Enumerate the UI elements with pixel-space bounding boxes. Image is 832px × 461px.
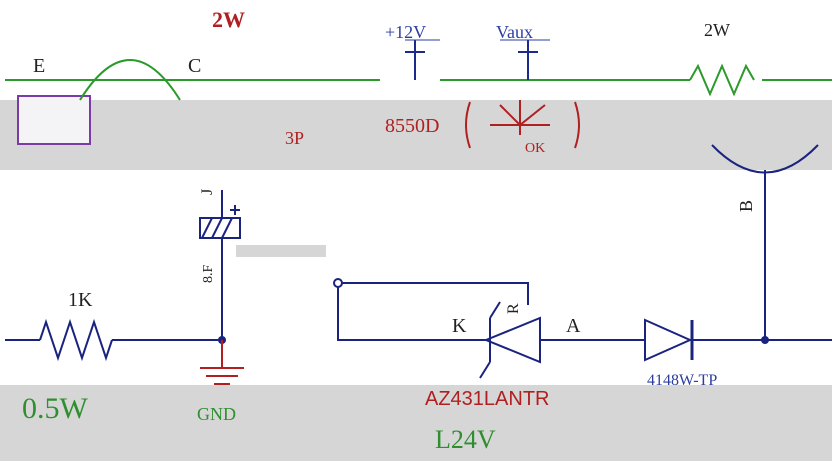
top-right-rating-label: 2W xyxy=(704,20,730,40)
transistor-bracket-right xyxy=(574,101,580,149)
collector-label: C xyxy=(188,55,201,77)
pin-k-label: K xyxy=(452,315,467,337)
top-power-label: 2W xyxy=(212,7,245,32)
capacitor-plus xyxy=(230,205,240,215)
gray-band-bottom xyxy=(0,385,832,461)
diode-part-label: 4148W-TP xyxy=(647,372,717,389)
cap-value-label: 8.F xyxy=(201,265,216,284)
rail-vaux-label: Vaux xyxy=(496,22,533,42)
transistor-arc-top xyxy=(79,59,181,101)
emitter-label: E xyxy=(33,55,45,77)
transistor-symbol xyxy=(490,100,550,135)
resistor-power-label: 0.5W xyxy=(22,392,89,425)
top-resistor xyxy=(689,63,755,97)
base-label: B xyxy=(736,200,756,212)
ground-symbol xyxy=(200,340,244,385)
ground-label: GND xyxy=(197,404,236,424)
regulator-part-label: AZ431LANTR xyxy=(425,388,550,410)
rail-vaux-tap xyxy=(518,40,538,80)
resistor-value-label: 1K xyxy=(68,289,93,311)
node-dot-base xyxy=(761,336,769,344)
rail-12v-label: +12V xyxy=(385,22,426,42)
rail-12v-tap xyxy=(405,40,425,80)
component-box xyxy=(17,95,91,145)
transistor-bracket-left xyxy=(465,101,471,149)
open-node xyxy=(333,278,343,288)
transistor-part-label: 8550D xyxy=(385,115,439,137)
regulator-triangle xyxy=(483,316,541,364)
bottom-label: L24V xyxy=(435,425,496,454)
regulator-loop xyxy=(337,282,529,341)
regulator-bar xyxy=(479,301,501,379)
gray-band-top xyxy=(0,100,832,170)
transistor-ref-left-label: 3P xyxy=(285,128,304,148)
cap-ref-label: J xyxy=(199,189,216,195)
diode-triangle xyxy=(644,318,693,362)
transistor-ref-right-label: OK xyxy=(525,141,545,156)
pin-r-label: R xyxy=(505,303,522,314)
pin-a-label: A xyxy=(566,315,581,337)
cap-gray-strip xyxy=(236,245,326,257)
capacitor-hatch xyxy=(201,217,233,239)
resistor-1k xyxy=(39,318,113,362)
